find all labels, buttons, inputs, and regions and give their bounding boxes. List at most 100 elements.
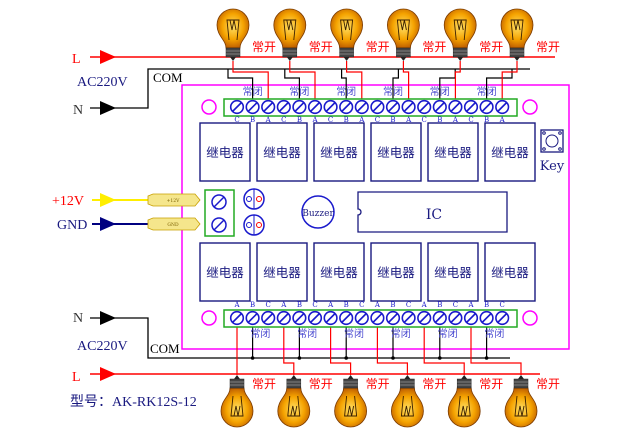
relay-label: 继电器: [263, 145, 301, 160]
screw-terminal: [354, 310, 369, 326]
bulb-tip: [461, 375, 468, 379]
screw-slot: [278, 312, 289, 324]
bulb-filament: [457, 395, 471, 417]
terminal-letter: A: [452, 116, 459, 124]
screw-terminal: [339, 310, 354, 326]
bulb-filament: [230, 395, 244, 417]
power-screw-terminal: [211, 194, 227, 210]
terminal-letter: B: [344, 116, 349, 124]
terminal-letter: A: [374, 301, 381, 309]
wire-junction: [297, 356, 302, 360]
screw-terminal: [307, 99, 323, 115]
normally-open-label: 常开: [366, 40, 390, 54]
plus12v-label: +12V: [52, 194, 84, 209]
terminal-letter: A: [421, 301, 428, 309]
terminal-letter: B: [250, 116, 255, 124]
com-to-terminal-B-wire: [486, 69, 513, 101]
bulb-glass: [386, 8, 420, 49]
screw-slot: [465, 101, 477, 113]
bulb-filament: [287, 395, 301, 417]
wire-junction: [438, 356, 442, 360]
bulb-filament: [344, 395, 358, 417]
bulb-tip: [404, 375, 411, 379]
relay: [313, 122, 365, 182]
screw-terminal: [276, 99, 291, 115]
relays: [199, 122, 536, 302]
screw-slot: [341, 101, 352, 113]
screw-slot: [372, 101, 383, 113]
terminal-letter: B: [390, 116, 395, 124]
terminal-letter: A: [311, 116, 318, 124]
screw-terminal: [479, 310, 494, 326]
bulb-glass: [447, 387, 481, 428]
screw-terminal: [276, 310, 291, 326]
normally-open-label: 常开: [309, 40, 333, 54]
relay-label: 继电器: [206, 145, 244, 160]
terminal-letter: B: [297, 301, 302, 309]
normally-open-label: 常开: [536, 40, 560, 54]
light-bulb-icon: [500, 8, 534, 61]
wire-junction: [250, 356, 255, 360]
terminal-letter: B: [390, 301, 395, 309]
bottom-line-L-label: L: [72, 370, 81, 385]
bulb-base: [282, 47, 298, 58]
screw-terminal: [401, 310, 416, 326]
screw-terminal: [432, 99, 447, 115]
wires: [90, 50, 555, 381]
bulb-tip: [343, 57, 350, 61]
power-terminal-block: [204, 189, 235, 237]
light-bulb-icon: [443, 8, 477, 61]
screw-terminal: [229, 310, 245, 326]
key-label: Key: [540, 159, 565, 174]
bulb-tip: [400, 57, 407, 61]
light-bulb-icon: [273, 8, 307, 61]
normally-open-label: 常开: [252, 377, 276, 391]
bottom-live-arrow-icon: [100, 367, 116, 381]
bulb-tip: [230, 57, 236, 61]
screw-terminal: [292, 99, 307, 115]
relay: [427, 242, 479, 302]
bulb-glass: [220, 387, 254, 428]
board-outline: [181, 84, 570, 350]
bulb-to-terminal-A-wire: [346, 61, 363, 101]
terminal-letter: C: [234, 116, 239, 124]
screw-terminal: [479, 99, 494, 115]
screw-terminal: [245, 99, 260, 115]
plus12v-arrow-icon: [100, 193, 116, 207]
relay: [370, 122, 422, 182]
mounting-hole: [522, 310, 538, 326]
light-bulb-icon: [220, 375, 254, 428]
wire-junction: [391, 356, 395, 360]
top-line-N-label: N: [73, 103, 83, 118]
light-bulb-icon: [390, 375, 424, 428]
bulb-filament: [226, 19, 240, 41]
normally-closed-label: 常闭: [477, 85, 497, 98]
screw-slot: [231, 312, 243, 324]
normally-closed-label: 常闭: [289, 85, 309, 98]
normally-open-label: 常开: [309, 377, 333, 391]
screw-slot: [263, 312, 274, 324]
terminal-letter: B: [297, 116, 302, 124]
bulb-filament: [283, 19, 297, 41]
bulb-base: [456, 378, 472, 389]
bulbs: [216, 8, 538, 428]
normally-closed-label: 常闭: [438, 327, 458, 340]
normally-open-label: 常开: [422, 377, 446, 391]
bottom-com-label: COM: [150, 341, 180, 356]
light-bulb-icon: [216, 8, 250, 61]
com-to-terminal-B-wire: [341, 69, 347, 101]
gnd-tag: [147, 217, 201, 231]
relay-label: 继电器: [320, 265, 358, 280]
terminal-letter: C: [328, 116, 333, 124]
bulb-glass: [390, 387, 424, 428]
screw-slot: [387, 101, 399, 113]
normally-closed-label: 常闭: [391, 327, 411, 340]
bulb-filament: [400, 395, 414, 417]
light-bulb-icon: [504, 375, 538, 428]
relay-label: 继电器: [320, 145, 358, 160]
bulb-to-terminal-A-wire: [454, 61, 461, 101]
terminal-letter: A: [327, 301, 334, 309]
key-button[interactable]: [540, 129, 564, 153]
bulb-tip: [347, 375, 354, 379]
